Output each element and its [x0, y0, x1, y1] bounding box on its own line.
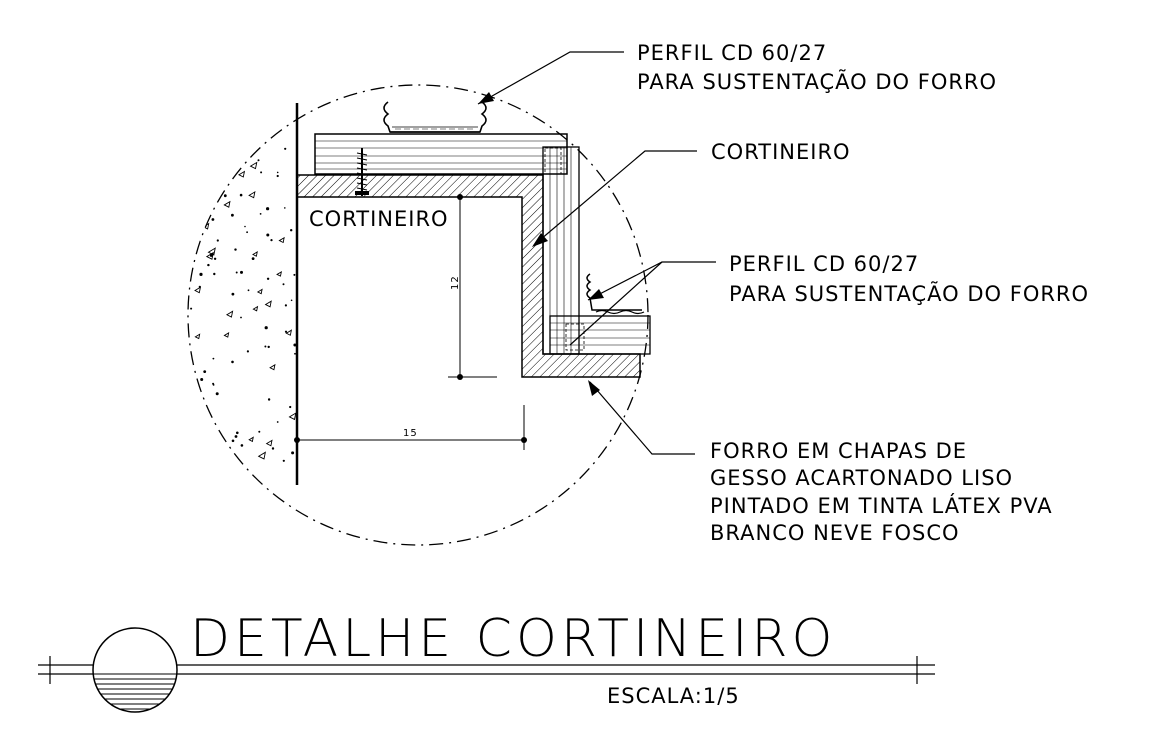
label-perfil-right-line1: PERFIL CD 60/27 — [729, 252, 919, 276]
label-perfil-right-line2: PARA SUSTENTAÇÃO DO FORRO — [729, 280, 1089, 306]
top-gypsum-board — [314, 133, 568, 175]
label-perfil-top-line2: PARA SUSTENTAÇÃO DO FORRO — [637, 68, 997, 94]
label-forro-line4: BRANCO NEVE FOSCO — [710, 521, 960, 545]
right-ceiling-board — [549, 315, 651, 355]
label-forro-line3: PINTADO EM TINTA LÁTEX PVA — [710, 493, 1053, 518]
title-symbol-circle — [92, 627, 178, 713]
title-block — [38, 627, 935, 713]
label-cortineiro-right: CORTINEIRO — [711, 140, 851, 164]
dimension-horizontal — [294, 405, 527, 450]
drawing-title: DETALHE CORTINEIRO — [190, 609, 837, 669]
leader-forro — [588, 380, 695, 455]
dimension-horizontal-value: 15 — [403, 428, 418, 439]
dimension-vertical-value: 12 — [450, 275, 461, 290]
dimension-vertical — [448, 194, 497, 380]
label-forro-line1: FORRO EM CHAPAS DE — [710, 439, 967, 463]
leader-cortineiro — [532, 150, 697, 247]
drawing-scale: ESCALA:1/5 — [607, 684, 740, 708]
label-cortineiro-inner: CORTINEIRO — [309, 207, 449, 231]
leader-perfil-top — [477, 51, 624, 105]
label-forro-line2: GESSO ACARTONADO LISO — [710, 466, 1013, 490]
label-perfil-top-line1: PERFIL CD 60/27 — [637, 41, 827, 65]
right-cd-profile — [586, 273, 645, 315]
detail-circle — [187, 84, 649, 546]
leader-perfil-right — [569, 261, 716, 346]
top-cd-profile — [383, 101, 487, 133]
concrete-wall — [188, 116, 297, 470]
